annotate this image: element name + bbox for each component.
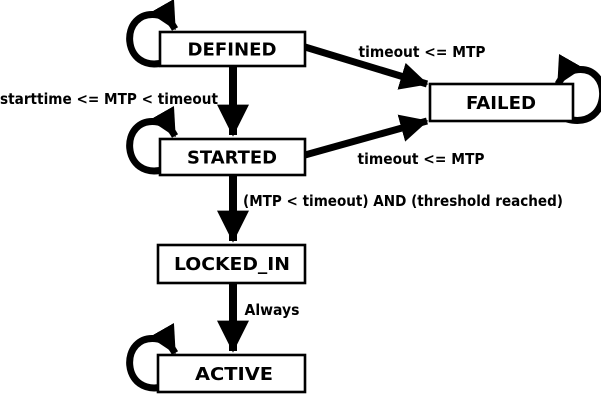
self-loop-arrow-started (126, 105, 179, 175)
self-loop-arrow-failed (554, 53, 601, 124)
transition-label-defined-to-started: starttime <= MTP < timeout (0, 90, 218, 108)
state-active-label: ACTIVE (195, 364, 273, 385)
state-failed-box (428, 82, 575, 123)
state-started-label: STARTED (187, 148, 277, 169)
transition-label-started-to-locked-in: (MTP < timeout) AND (threshold reached) (243, 192, 563, 210)
self-loop-arrow-active (126, 322, 179, 392)
state-locked-in-box (156, 243, 307, 285)
transition-label-started-to-failed: timeout <= MTP (358, 150, 485, 168)
state-defined-label: DEFINED (188, 40, 277, 61)
arrow-started-to-failed (304, 114, 429, 159)
state-locked-in-label: LOCKED_IN (174, 254, 290, 275)
arrow-defined-to-failed (303, 43, 429, 90)
state-failed-label: FAILED (466, 93, 536, 114)
state-started-box (158, 137, 307, 177)
transition-label-defined-to-failed: timeout <= MTP (359, 43, 486, 61)
state-active-box (156, 353, 307, 394)
state-defined-box (158, 30, 307, 68)
transition-label-locked-in-to-active: Always (245, 301, 300, 319)
self-loop-arrow-defined (126, 0, 179, 68)
